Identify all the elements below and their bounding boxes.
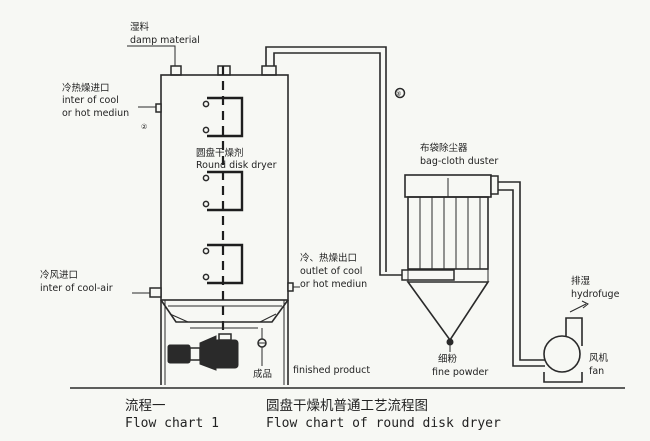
round-disk-dryer (149, 65, 294, 385)
marker-3: ③ (395, 90, 401, 98)
label-product-en: finished product (293, 365, 370, 376)
label-outlet-en2: or hot mediun (300, 279, 367, 290)
marker-2: ② (141, 123, 147, 131)
label-duster-cn: 布袋除尘器 (420, 142, 468, 154)
label-duster-en: bag-cloth duster (420, 156, 498, 167)
caption-left-en: Flow chart 1 (125, 416, 219, 431)
label-inlet-cn: 冷热燥进口 (62, 82, 110, 94)
label-product-cn: 成品 (253, 368, 272, 380)
label-dryer-en: Round disk dryer (196, 160, 277, 171)
label-coolair-cn: 冷风进口 (40, 269, 78, 281)
label-hydro-cn: 排湿 (571, 275, 591, 287)
caption-right-en: Flow chart of round disk dryer (266, 416, 501, 431)
caption-left-cn: 流程一 (125, 398, 166, 414)
label-inlet-en2: or hot mediun (62, 108, 129, 119)
label-outlet-en1: outlet of cool (300, 266, 362, 277)
exhaust-pipe (265, 46, 406, 168)
caption-right-cn: 圆盘干燥机普通工艺流程图 (266, 397, 428, 414)
label-inlet-en1: inter of cool (62, 95, 119, 106)
bag-cloth-duster (379, 168, 499, 346)
label-fan-cn: 风机 (589, 352, 609, 364)
label-outlet-cn: 冷、热燥出口 (300, 252, 357, 264)
label-damp-cn: 湿料 (130, 21, 150, 33)
duct-to-fan (498, 181, 545, 367)
label-damp-en: damp material (130, 35, 200, 46)
fan (543, 300, 589, 383)
label-fine-cn: 细粉 (438, 353, 458, 365)
label-fan-en: fan (589, 366, 604, 377)
label-fine-en: fine powder (432, 367, 488, 378)
leader-lines (127, 45, 451, 366)
label-hydro-en: hydrofuge (571, 289, 620, 300)
label-coolair-en: inter of cool-air (40, 283, 113, 294)
label-dryer-cn: 圆盘干燥剂 (196, 147, 244, 159)
